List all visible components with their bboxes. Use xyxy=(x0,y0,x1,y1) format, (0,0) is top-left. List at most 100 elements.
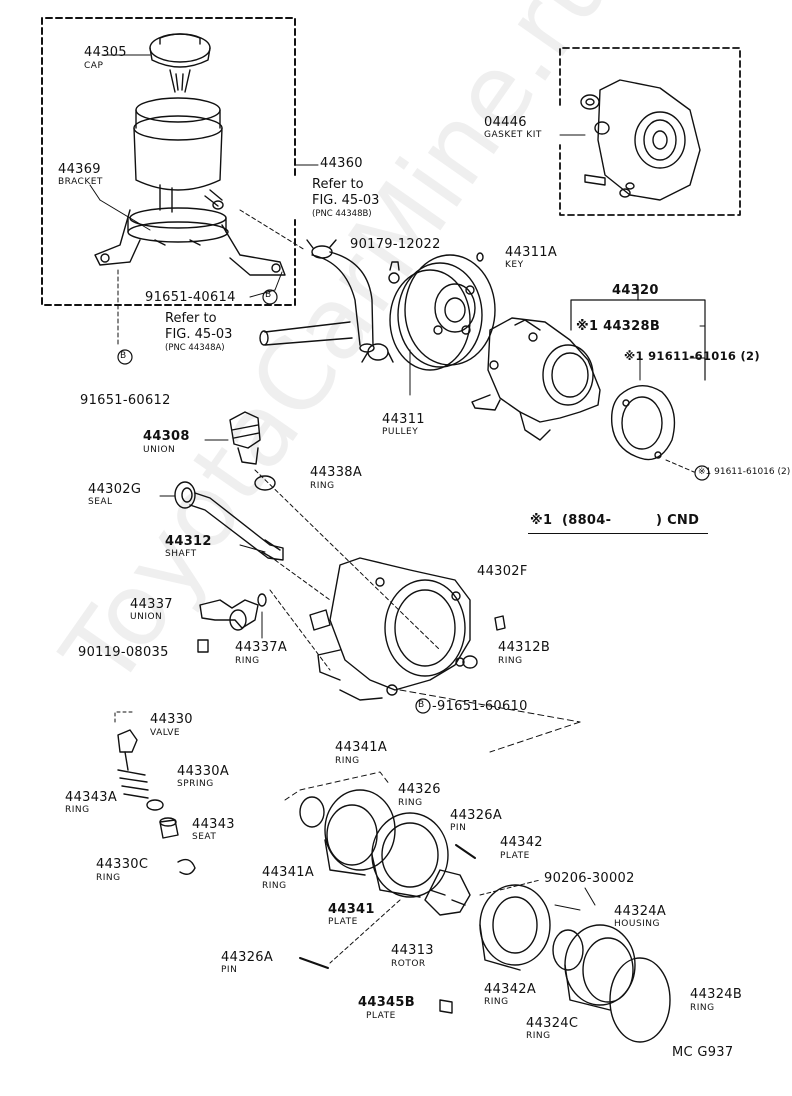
part-44326-name: RING xyxy=(398,798,423,808)
part-44343-number[interactable]: 44343 xyxy=(192,817,235,832)
part-91651-60612-number[interactable]: 91651-60612 xyxy=(80,393,171,408)
part-44324B-name: RING xyxy=(690,1003,715,1013)
part-44302F-number[interactable]: 44302F xyxy=(477,564,528,579)
pin-44326A-drawing xyxy=(455,844,476,859)
part-44360-number[interactable]: 44360 xyxy=(320,156,363,171)
part-91651-60610-number[interactable]: -91651-60610 xyxy=(432,699,528,714)
union-44308-drawing xyxy=(204,411,261,465)
part-44345B-number[interactable]: 44345B xyxy=(358,995,415,1010)
reference-2-line2[interactable]: FIG. 45-03 xyxy=(165,327,233,342)
reservoir-assembly-box xyxy=(41,17,296,306)
part-90179-12022-number[interactable]: 90179-12022 xyxy=(350,237,441,252)
part-44341A-bottom-number[interactable]: 44341A xyxy=(262,865,315,880)
part-04446-number[interactable]: 04446 xyxy=(484,115,527,130)
part-90119-08035-number[interactable]: 90119-08035 xyxy=(78,645,169,660)
part-44308-number[interactable]: 44308 xyxy=(143,429,190,444)
part-44311A-number[interactable]: 44311A xyxy=(505,245,558,260)
bolt-mark-b-icon: ※1 91611-61016 (2) xyxy=(698,467,791,477)
part-44343-name: SEAT xyxy=(192,832,217,842)
part-44330C-name: RING xyxy=(96,873,121,883)
legend-suffix: ) CND xyxy=(656,513,700,528)
part-44337A-name: RING xyxy=(235,656,260,666)
part-44330-number[interactable]: 44330 xyxy=(150,712,193,727)
legend-range: (8804- xyxy=(562,513,612,528)
part-91611-61016-number[interactable]: ※1 91611-61016 (2) xyxy=(624,349,760,363)
part-44302G-number[interactable]: 44302G xyxy=(88,482,142,497)
part-44324C-number[interactable]: 44324C xyxy=(526,1016,579,1031)
reservoir-tank-drawing xyxy=(133,97,224,213)
part-44343A-name: RING xyxy=(65,805,90,815)
part-44369-name: BRACKET xyxy=(58,177,103,187)
part-44330-name: VALVE xyxy=(150,728,181,738)
part-44305-number[interactable]: 44305 xyxy=(84,45,127,60)
part-44343A-number[interactable]: 44343A xyxy=(65,790,118,805)
part-44326A-pin-number[interactable]: 44326A xyxy=(450,808,503,823)
part-44337-number[interactable]: 44337 xyxy=(130,597,173,612)
pin-44326A-lower-drawing xyxy=(299,957,329,969)
pump-body-drawing xyxy=(471,317,601,441)
bolt-mark-b-icon: B xyxy=(265,290,272,300)
part-44342-name: PLATE xyxy=(500,851,530,861)
shaft-and-seal-drawing xyxy=(159,481,284,561)
reference-1-line1: Refer to xyxy=(312,177,364,192)
pulley-drawing xyxy=(389,252,496,371)
part-44311A-name: KEY xyxy=(505,260,524,270)
part-04446-name: GASKET KIT xyxy=(484,130,542,140)
part-44313-name: ROTOR xyxy=(391,959,426,969)
part-44341-name: PLATE xyxy=(328,917,358,927)
plate-44345B-drawing xyxy=(439,999,453,1014)
plug-44302F-drawing xyxy=(494,615,506,631)
part-44326A-lower-number[interactable]: 44326A xyxy=(221,950,274,965)
part-44345B-name: PLATE xyxy=(366,1011,396,1021)
bolt-mark-circle xyxy=(262,289,278,305)
part-44342A-number[interactable]: 44342A xyxy=(484,982,537,997)
part-44312-name: SHAFT xyxy=(165,549,197,559)
part-44312B-name: RING xyxy=(498,656,523,666)
part-44326-number[interactable]: 44326 xyxy=(398,782,441,797)
part-91651-40614-number[interactable]: 91651-40614 xyxy=(145,290,236,305)
part-44342A-name: RING xyxy=(484,997,509,1007)
ring-44338A-drawing xyxy=(254,475,276,491)
part-44326A-pin-name: PIN xyxy=(450,823,467,833)
part-44341-number[interactable]: 44341 xyxy=(328,902,375,917)
part-44312B-number[interactable]: 44312B xyxy=(498,640,551,655)
part-44313-number[interactable]: 44313 xyxy=(391,943,434,958)
pump-housing-drawing xyxy=(309,557,471,701)
part-44311-number[interactable]: 44311 xyxy=(382,412,425,427)
bolt-mark-b-icon: B xyxy=(120,351,127,361)
part-44320-number[interactable]: 44320 xyxy=(612,283,659,298)
part-44341A-top-name: RING xyxy=(335,756,360,766)
part-44337A-number[interactable]: 44337A xyxy=(235,640,288,655)
gasket-plate-drawing xyxy=(610,385,676,461)
hose-drawing xyxy=(259,239,400,363)
part-44324A-number[interactable]: 44324A xyxy=(614,904,667,919)
part-44341A-bottom-name: RING xyxy=(262,881,287,891)
part-44324B-number[interactable]: 44324B xyxy=(690,987,743,1002)
reference-1-line2[interactable]: FIG. 45-03 xyxy=(312,193,380,208)
part-44312-number[interactable]: 44312 xyxy=(165,534,212,549)
part-44369-number[interactable]: 44369 xyxy=(58,162,101,177)
part-44324A-name: HOUSING xyxy=(614,919,661,929)
part-90206-30002-number[interactable]: 90206-30002 xyxy=(544,871,635,886)
bolt-mark-b-icon: B xyxy=(418,700,425,710)
part-44308-name: UNION xyxy=(143,445,176,455)
part-44338A-number[interactable]: 44338A xyxy=(310,465,363,480)
ring-44312B-drawing xyxy=(462,655,478,669)
figure-code: MC G937 xyxy=(672,1045,734,1060)
bolt-mark-circle xyxy=(117,349,133,365)
part-44330A-number[interactable]: 44330A xyxy=(177,764,230,779)
reference-2-line1: Refer to xyxy=(165,311,217,326)
bolt-mark-circle xyxy=(694,465,710,481)
cap-drawing xyxy=(149,33,211,93)
part-44328B-number[interactable]: ※1 44328B xyxy=(576,319,661,334)
part-44330A-name: SPRING xyxy=(177,779,214,789)
reference-1-line3: (PNC 44348B) xyxy=(312,209,372,219)
rear-housing-stack-drawing xyxy=(479,884,671,1043)
union-44337-drawing xyxy=(197,593,267,653)
part-44330C-number[interactable]: 44330C xyxy=(96,857,149,872)
part-44341A-top-number[interactable]: 44341A xyxy=(335,740,388,755)
part-44342-number[interactable]: 44342 xyxy=(500,835,543,850)
cam-ring-assembly-drawing xyxy=(284,771,471,916)
legend-mark: ※1 xyxy=(530,513,553,528)
